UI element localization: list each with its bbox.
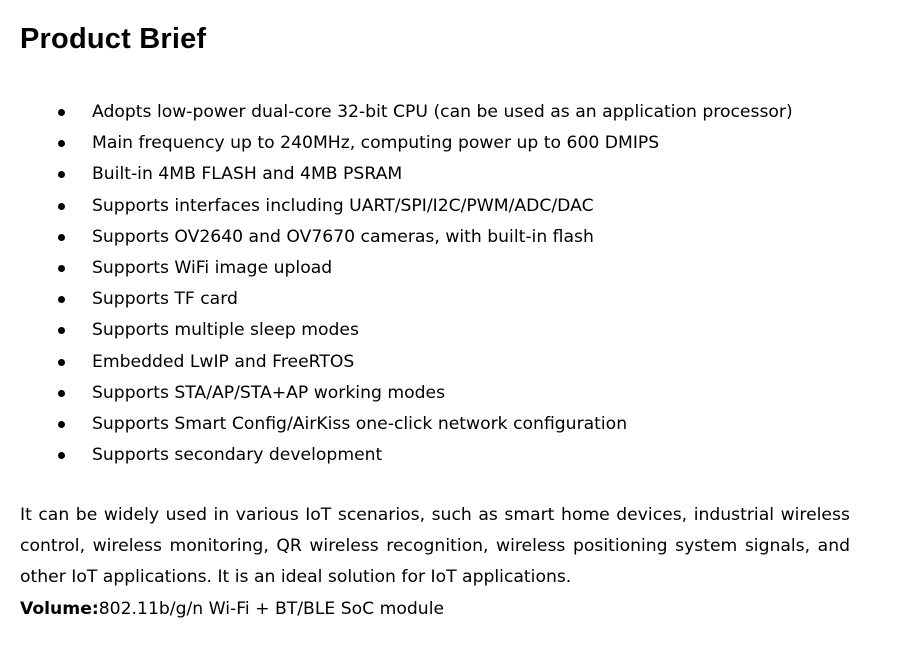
word: wireless — [780, 505, 850, 525]
feature-text: Supports multiple sleep modes — [92, 320, 359, 341]
description-line-3: other IoT applications. It is an ideal s… — [20, 567, 572, 588]
word: used — [165, 505, 207, 525]
word: signals, — [744, 536, 811, 557]
word: It — [20, 505, 32, 525]
word: widely — [103, 505, 160, 525]
bullet-icon — [58, 420, 65, 428]
word: be — [75, 505, 98, 525]
word: in — [213, 505, 230, 525]
bullet-icon — [58, 202, 65, 210]
bullet-icon — [58, 109, 65, 116]
word: positioning — [572, 536, 668, 557]
word: QR — [276, 536, 302, 557]
feature-text: Supports STA/AP/STA+AP working modes — [92, 382, 446, 403]
word: such — [431, 505, 472, 525]
word: control, — [20, 536, 86, 557]
word: as — [478, 505, 498, 525]
word: monitoring, — [169, 536, 269, 557]
description-line-2: control, wireless monitoring, QR wireless rec… — [20, 531, 850, 562]
feature-text: Built-in 4MB FLASH and 4MB PSRAM — [92, 164, 403, 185]
word: smart — [504, 505, 555, 525]
bullet-icon — [58, 233, 65, 241]
bullet-icon — [58, 171, 65, 179]
feature-text: Supports TF card — [92, 289, 238, 310]
word: recognition, — [386, 536, 489, 557]
bullet-icon — [58, 296, 65, 304]
word: devices, — [616, 505, 688, 525]
word: system — [675, 536, 738, 557]
word: and — [817, 536, 850, 557]
feature-text: Supports secondary development — [92, 445, 383, 466]
word: various — [235, 505, 299, 525]
bullet-icon — [58, 140, 65, 148]
volume-line: Volume:802.11b/g/n Wi-Fi + BT/BLE SoC mo… — [20, 594, 850, 625]
word: scenarios, — [337, 505, 426, 525]
feature-text: Supports OV2640 and OV7670 cameras, with… — [92, 226, 594, 247]
feature-text: Supports Smart Config/AirKiss one-click … — [92, 413, 628, 434]
word: wireless — [496, 536, 566, 557]
bullet-icon — [58, 264, 65, 272]
bullet-icon — [58, 389, 65, 397]
bullet-icon — [58, 452, 65, 460]
volume-value: 802.11b/g/n Wi-Fi + BT/BLE SoC module — [98, 598, 445, 619]
bullet-icon — [58, 358, 65, 366]
word: IoT — [305, 505, 332, 525]
feature-text: Supports interfaces including UART/SPI/I… — [92, 195, 594, 216]
word: industrial — [693, 505, 775, 525]
word: home — [560, 505, 610, 525]
bullet-icon — [58, 327, 65, 335]
feature-text: Embedded LwIP and FreeRTOS — [92, 351, 355, 372]
word: wireless — [92, 536, 162, 557]
feature-text: Main frequency up to 240MHz, computing p… — [92, 133, 660, 154]
feature-text: Adopts low-power dual-core 32-bit CPU (c… — [92, 102, 793, 122]
word: can — [38, 505, 70, 525]
page-title: Product Brief — [20, 23, 207, 55]
volume-label: Volume: — [20, 598, 99, 619]
word: wireless — [309, 536, 379, 557]
feature-text: Supports WiFi image upload — [92, 257, 333, 278]
